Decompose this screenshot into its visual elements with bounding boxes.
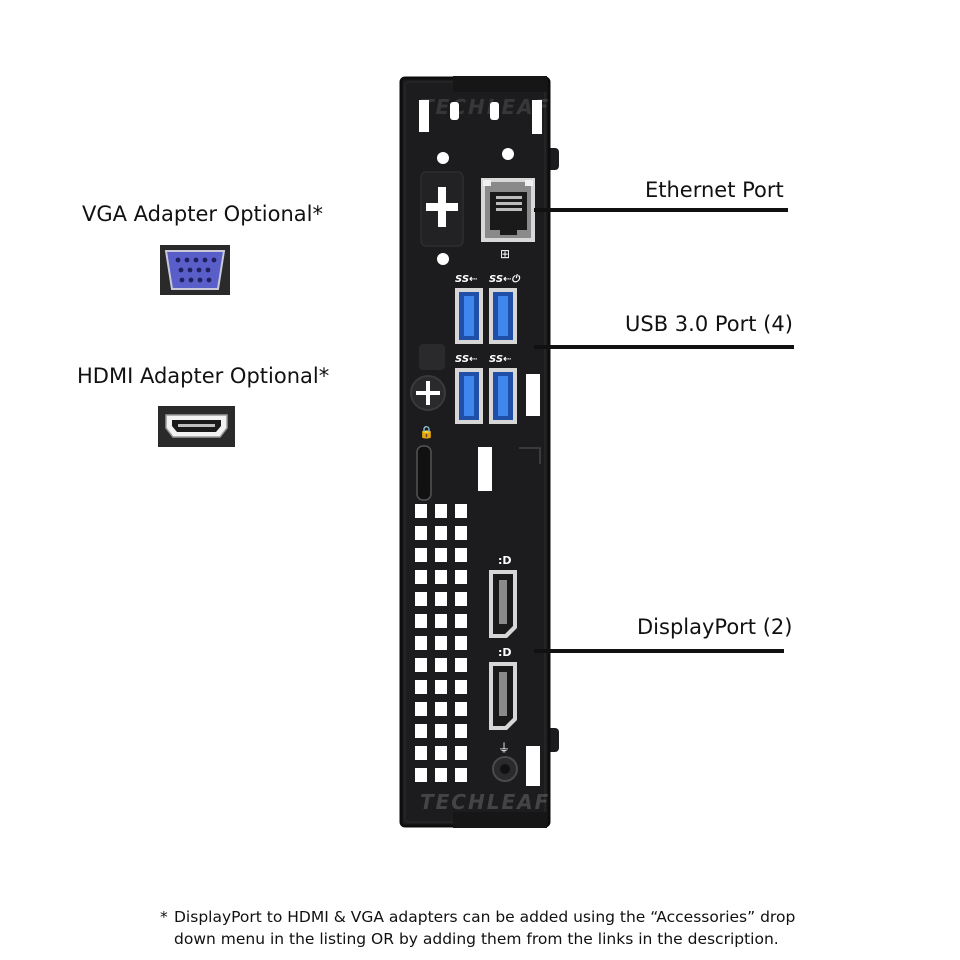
svg-text:🔒: 🔒 [419, 425, 434, 439]
watermark-top: TECHLEAF [420, 95, 551, 119]
svg-text:SS⇠: SS⇠ [455, 274, 478, 285]
displayport-label: DisplayPort (2) [637, 615, 793, 639]
svg-text::D: :D [498, 554, 512, 567]
footnote-line-2: down menu in the listing OR by adding th… [174, 930, 779, 948]
displayport-leader-line [534, 649, 784, 653]
usb-leader-line [534, 345, 794, 349]
hdmi-connector-icon [158, 406, 235, 447]
usb-port-3 [455, 368, 483, 424]
svg-text:SS⇠: SS⇠ [489, 354, 512, 365]
displayport-2 [489, 662, 517, 730]
watermark-bottom: TECHLEAF [420, 790, 551, 814]
svg-text:⊞: ⊞ [500, 247, 510, 261]
hdmi-adapter-label: HDMI Adapter Optional* [77, 364, 330, 388]
svg-text:SS⇠⏻: SS⇠⏻ [489, 274, 520, 285]
svg-text::D: :D [498, 646, 512, 659]
usb-port-1 [455, 288, 483, 344]
usb-port-label: USB 3.0 Port (4) [625, 312, 793, 336]
vga-adapter-label: VGA Adapter Optional* [82, 202, 323, 226]
ethernet-leader-line [534, 208, 788, 212]
ethernet-port [481, 178, 535, 242]
footnote-line-1: DisplayPort to HDMI & VGA adapters can b… [174, 908, 796, 926]
footnote-asterisk: * [160, 908, 168, 926]
usb-port-2 [489, 288, 517, 344]
svg-text:⏚: ⏚ [498, 741, 510, 755]
usb-port-4 [489, 368, 517, 424]
displayport-1 [489, 570, 517, 638]
vga-connector-icon [160, 245, 230, 295]
ethernet-port-label: Ethernet Port [645, 178, 784, 202]
svg-text:SS⇠: SS⇠ [455, 354, 478, 365]
mini-pc-rear-panel: ⊞ SS⇠ SS⇠⏻ SS⇠ SS⇠ 🔒 [399, 76, 559, 828]
